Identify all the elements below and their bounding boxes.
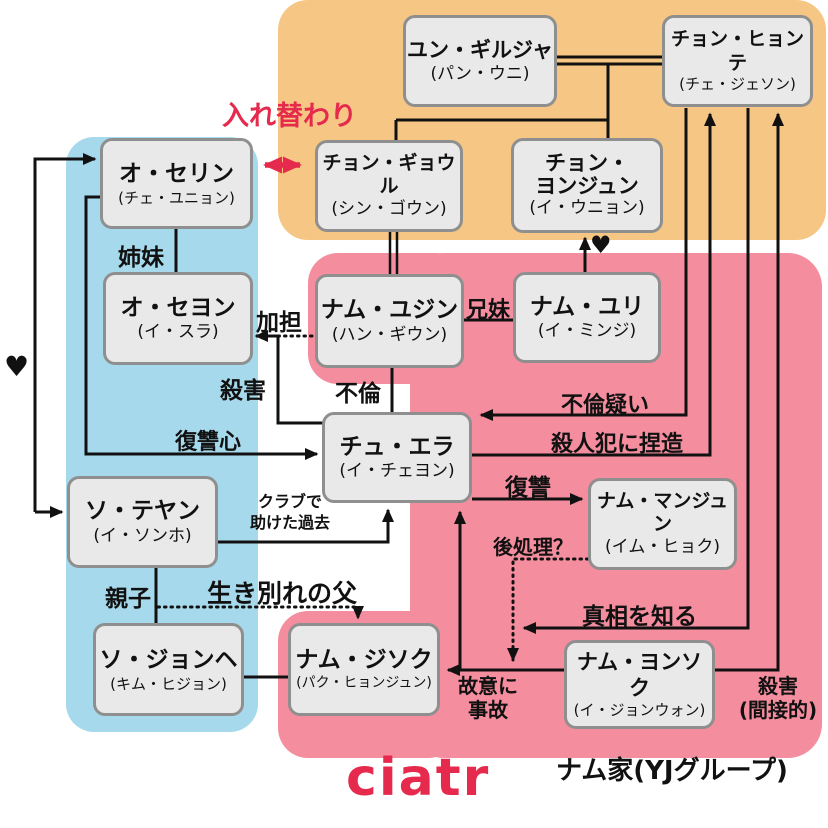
actor-name: (チェ・ユニョン) — [118, 188, 235, 207]
line-aftermath-dotted — [507, 557, 590, 662]
character-name: ナム・ユジン — [320, 297, 459, 323]
actor-name: (キム・ヒジョン) — [110, 674, 227, 693]
card-nam-jisok: ナム・ジソク (パク・ヒョンジュン) — [288, 623, 440, 716]
actor-name: (シン・ゴウン) — [331, 199, 447, 220]
line-murder-indirect — [715, 112, 784, 672]
label-murder-indirect-line2: (間接的) — [738, 698, 818, 722]
heart-icon: ♥ — [4, 350, 30, 383]
line-lost-father-dotted — [156, 605, 364, 620]
label-club-past: クラブで 助けた過去 — [242, 492, 338, 534]
card-seo-taeyang: ソ・テヤン (イ・ソンホ) — [67, 476, 218, 568]
actor-name: (イ・ソンホ) — [93, 525, 192, 546]
card-nam-yujin: ナム・ユジン (ハン・ギウン) — [315, 274, 464, 368]
line-revenge-spirit — [84, 195, 319, 460]
character-name: ナム・マンジュン — [596, 489, 729, 536]
card-jeon-gyoul: チョン・ギョウル (シン・ゴウン) — [315, 140, 463, 232]
character-name: チョン・ヒョンテ — [670, 27, 804, 74]
character-name: オ・セリン — [119, 160, 234, 187]
label-club-line2: 助けた過去 — [249, 512, 330, 532]
label-murder-indirect-line1: 殺害 — [758, 674, 798, 698]
heart-icon: ♥ — [590, 231, 612, 259]
line-affair-suspicion — [479, 108, 688, 421]
line-love-left-up — [33, 153, 97, 512]
label-murder: 殺害 — [220, 378, 266, 404]
label-siblings: 兄妹 — [466, 298, 511, 323]
card-nam-yuri: ナム・ユリ (イ・ミンジ) — [513, 272, 661, 363]
label-parent-child: 親子 — [105, 586, 151, 612]
card-jeon-yeongjun: チョン・ ヨンジュン (イ・ウニョン) — [511, 138, 663, 233]
family-group-label: ナム家(YJグループ) — [556, 756, 788, 786]
label-affair: 不倫 — [335, 381, 381, 407]
actor-name: (パン・ウニ) — [430, 63, 530, 84]
actor-name: (イ・ウニョン) — [529, 197, 645, 218]
actor-name: (パク・ヒョンジュン) — [296, 675, 432, 692]
label-deliberate-line2: 事故 — [468, 698, 508, 722]
actor-name: (イム・ヒョク) — [605, 537, 720, 558]
card-o-serin: オ・セリン (チェ・ユニョン) — [100, 138, 253, 229]
character-name: ナム・ジソク — [295, 647, 433, 674]
card-seo-jeonghe: ソ・ジョンヘ (キム・ヒジョン) — [93, 623, 244, 716]
actor-name: (イ・チェヨン) — [339, 461, 455, 482]
line-murder — [254, 330, 324, 425]
label-murder-indirect: 殺害 (間接的) — [728, 674, 828, 722]
swap-label: 入れ替わり — [222, 101, 357, 132]
actor-name: (ハン・ギウン) — [331, 324, 448, 345]
character-name: ナム・ユリ — [529, 293, 645, 320]
character-name: ナム・ヨンソク — [576, 649, 703, 701]
label-framed: 殺人犯に捏造 — [551, 432, 684, 457]
label-affair-suspicion: 不倫疑い — [561, 393, 650, 418]
actor-name: (イ・ミンジ) — [537, 321, 637, 342]
label-revenge: 復讐 — [505, 475, 551, 501]
character-name: チュ・エラ — [339, 433, 455, 460]
character-name: チョン・ ヨンジュン — [535, 150, 639, 198]
label-lost-father: 生き別れの父 — [207, 579, 358, 608]
label-deliberate-line1: 故意に — [458, 674, 518, 698]
character-name: ソ・テヤン — [85, 498, 200, 524]
actor-name: (イ・ジョンウォン) — [573, 701, 706, 720]
label-aftermath: 後処理？ — [493, 535, 573, 559]
character-name: チョン・ギョウル — [322, 151, 456, 198]
card-chu-era: チュ・エラ (イ・チェヨン) — [322, 412, 472, 503]
label-sisters: 姉妹 — [118, 245, 164, 271]
label-club-line1: クラブで — [257, 492, 322, 511]
actor-name: (イ・スラ) — [137, 322, 219, 343]
card-jeon-hyeonte: チョン・ヒョンテ (チェ・ジェソン) — [662, 15, 813, 107]
line-knows-truth — [522, 108, 750, 634]
card-nam-manjun: ナム・マンジュン (イム・ヒョク) — [588, 478, 737, 570]
character-name: ソ・ジョンヘ — [99, 646, 238, 673]
label-deliberate-accident: 故意に 事故 — [446, 674, 530, 722]
line-club-past — [218, 508, 394, 544]
actor-name: (チェ・ジェソン) — [679, 75, 796, 94]
label-knows-truth: 真相を知る — [582, 604, 697, 630]
line-framed — [472, 112, 716, 457]
card-yun-gilja: ユン・ギルジャ (パン・ウニ) — [403, 15, 557, 107]
card-nam-yeongsok: ナム・ヨンソク (イ・ジョンウォン) — [564, 640, 715, 729]
label-complicity: 加担 — [256, 310, 302, 336]
ciatr-logo: ciatr — [346, 748, 491, 808]
character-name: ユン・ギルジャ — [407, 38, 553, 63]
label-revenge-spirit: 復讐心 — [175, 430, 242, 455]
card-o-seyeon: オ・セヨン (イ・スラ) — [103, 272, 253, 365]
character-name: オ・セヨン — [120, 294, 236, 321]
